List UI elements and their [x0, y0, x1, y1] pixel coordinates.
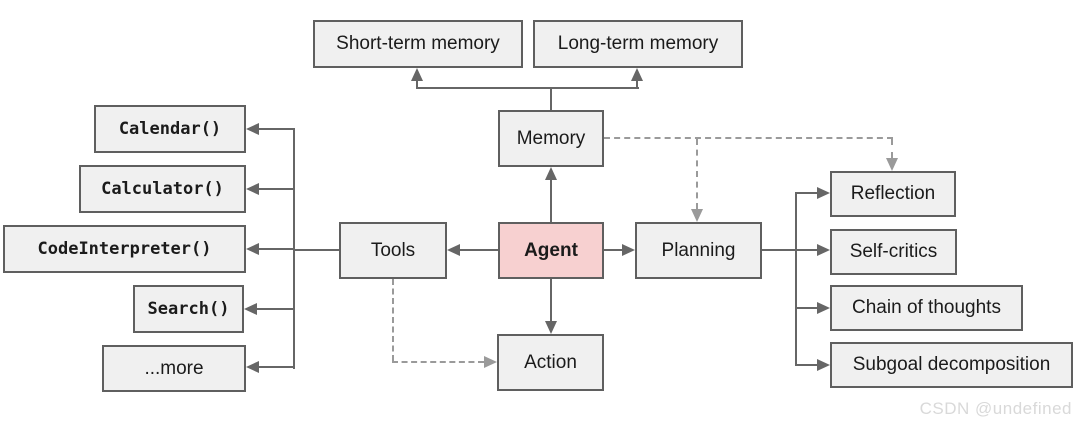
edge-to-code-interpreter-line: [259, 248, 295, 250]
arrowhead-to-search: [244, 303, 257, 315]
edge-planning-trunk-line: [762, 249, 797, 251]
edge-to-calendar-line: [259, 128, 295, 130]
node-reflection: Reflection: [830, 171, 956, 217]
arrowhead-dashed-to-reflection: [886, 158, 898, 171]
node-long-term-memory: Long-term memory: [533, 20, 743, 68]
node-more-tools: ...more: [102, 345, 246, 392]
node-search: Search(): [133, 285, 244, 333]
edge-to-more-line: [259, 366, 295, 368]
arrowhead-to-action: [545, 321, 557, 334]
node-agent: Agent: [498, 222, 604, 279]
edge-memory-dashed-horizontal: [604, 137, 893, 139]
node-code-interpreter: CodeInterpreter(): [3, 225, 246, 273]
edge-to-self-critics-line: [795, 249, 818, 251]
node-self-critics: Self-critics: [830, 229, 957, 275]
edge-agent-planning-line: [604, 249, 623, 251]
edge-to-subgoal-line: [795, 364, 818, 366]
node-subgoal-decomposition: Subgoal decomposition: [830, 342, 1073, 388]
edge-to-chain-of-thoughts-line: [795, 307, 818, 309]
edge-to-reflection-line: [795, 192, 818, 194]
arrowhead-to-short-term-memory: [411, 68, 423, 81]
arrowhead-to-subgoal: [817, 359, 830, 371]
edge-memory-stem-line: [550, 89, 552, 110]
node-planning: Planning: [635, 222, 762, 279]
arrowhead-to-calculator: [246, 183, 259, 195]
node-calendar: Calendar(): [94, 105, 246, 153]
arrowhead-to-planning: [622, 244, 635, 256]
arrowhead-to-code-interpreter: [246, 243, 259, 255]
arrowhead-to-chain-of-thoughts: [817, 302, 830, 314]
edge-to-calculator-line: [259, 188, 295, 190]
edge-tools-action-dashed-vertical: [392, 279, 394, 361]
edge-to-search-line: [257, 308, 295, 310]
arrowhead-to-long-term-memory: [631, 68, 643, 81]
edge-agent-memory-line: [550, 179, 552, 222]
node-memory: Memory: [498, 110, 604, 167]
edge-memory-planning-dashed: [696, 139, 698, 209]
edge-agent-tools-line: [459, 249, 498, 251]
node-tools: Tools: [339, 222, 447, 279]
arrowhead-to-more: [246, 361, 259, 373]
arrowhead-dashed-to-action: [484, 356, 497, 368]
edge-memory-reflection-dashed: [891, 139, 893, 158]
arrowhead-to-self-critics: [817, 244, 830, 256]
node-chain-of-thoughts: Chain of thoughts: [830, 285, 1023, 331]
arrowhead-dashed-to-planning: [691, 209, 703, 222]
edge-to-long-term-line: [636, 79, 638, 89]
edge-memory-split-line: [417, 87, 639, 89]
edge-tools-action-dashed-horizontal: [392, 361, 484, 363]
edge-agent-action-line: [550, 279, 552, 322]
edge-planning-trunk-vertical: [795, 192, 797, 366]
csdn-watermark: CSDN @undefined: [919, 399, 1072, 418]
edge-to-short-term-line: [416, 79, 418, 89]
arrowhead-to-tools: [447, 244, 460, 256]
arrowhead-to-memory: [545, 167, 557, 180]
node-short-term-memory: Short-term memory: [313, 20, 523, 68]
node-action: Action: [497, 334, 604, 391]
edge-tools-trunk-line: [293, 249, 339, 251]
arrowhead-to-calendar: [246, 123, 259, 135]
node-calculator: Calculator(): [79, 165, 246, 213]
arrowhead-to-reflection: [817, 187, 830, 199]
